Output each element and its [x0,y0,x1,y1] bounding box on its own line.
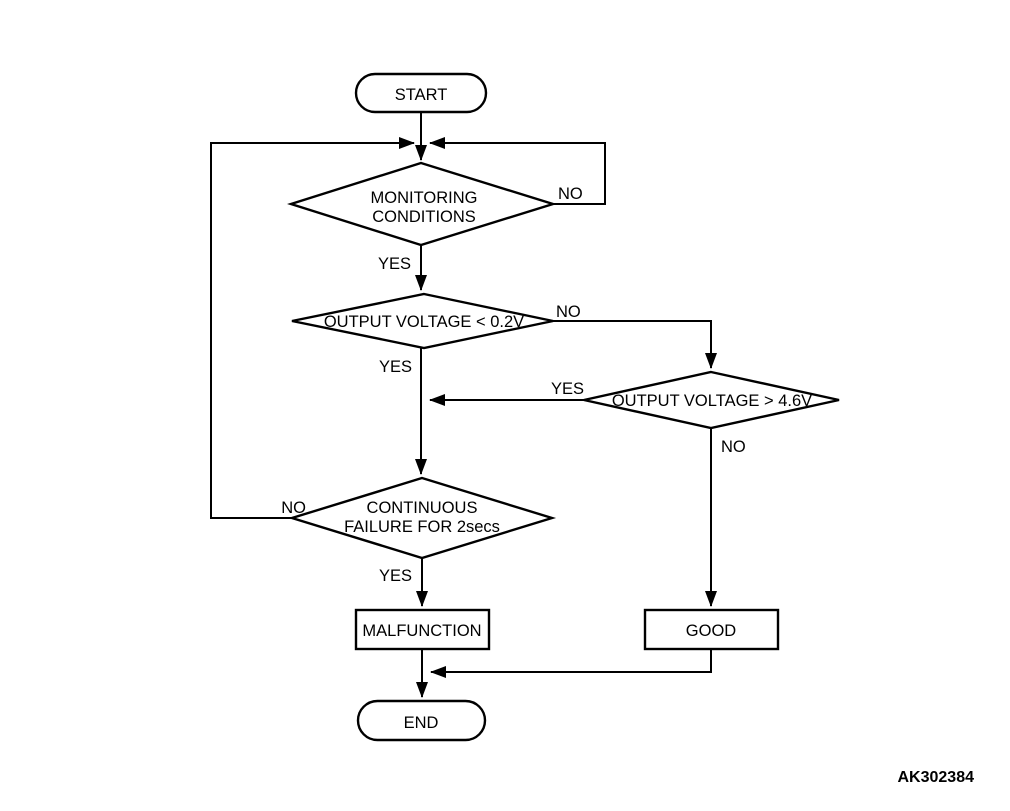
edge-labels: NO YES NO YES YES NO NO YES [281,185,746,585]
output-voltage-high-decision-shape [583,370,840,430]
output-voltage-low-label: OUTPUT VOLTAGE < 0.2V [324,313,524,331]
continuous-failure-label-line2: FAILURE FOR 2secs [344,518,500,536]
node-good: GOOD [643,608,780,651]
continuous-failure-label-line1: CONTINUOUS [367,499,478,517]
edge-voltage-low-no [553,320,717,369]
edge-monitoring-no-loop [429,137,606,205]
edge-label-voltage-high-no: NO [721,438,746,456]
malfunction-label: MALFUNCTION [362,622,481,640]
edge-label-failure-no: NO [281,499,306,517]
monitoring-conditions-decision-shape [287,161,558,247]
good-process-shape [643,608,780,651]
edge-label-monitoring-yes: YES [378,255,411,273]
output-voltage-low-decision-shape [291,292,554,350]
node-start: START [354,72,488,114]
node-continuous-failure: CONTINUOUS FAILURE FOR 2secs [287,476,557,560]
start-terminator-shape [354,72,488,114]
edge-good-merge [430,649,712,678]
edge-label-voltage-high-yes: YES [551,380,584,398]
end-terminator-shape [356,699,487,742]
end-label: END [404,714,439,732]
edges [210,112,717,698]
node-end: END [356,699,487,742]
output-voltage-high-label: OUTPUT VOLTAGE > 4.6V [612,392,812,410]
edge-failure-no-loop [210,137,415,519]
continuous-failure-decision-shape [287,476,557,560]
edge-label-monitoring-no: NO [558,185,583,203]
monitoring-conditions-label-line2: CONDITIONS [372,208,476,226]
start-label: START [395,86,448,104]
edge-label-failure-yes: YES [379,567,412,585]
good-label: GOOD [686,622,737,640]
node-monitoring-conditions: MONITORING CONDITIONS [287,161,558,247]
monitoring-conditions-label-line1: MONITORING [371,189,478,207]
node-output-voltage-high: OUTPUT VOLTAGE > 4.6V [583,370,840,430]
edge-label-voltage-low-no: NO [556,303,581,321]
node-output-voltage-low: OUTPUT VOLTAGE < 0.2V [291,292,554,350]
node-malfunction: MALFUNCTION [354,608,491,651]
figure-code: AK302384 [898,769,975,786]
edge-label-voltage-low-yes: YES [379,358,412,376]
malfunction-process-shape [354,608,491,651]
